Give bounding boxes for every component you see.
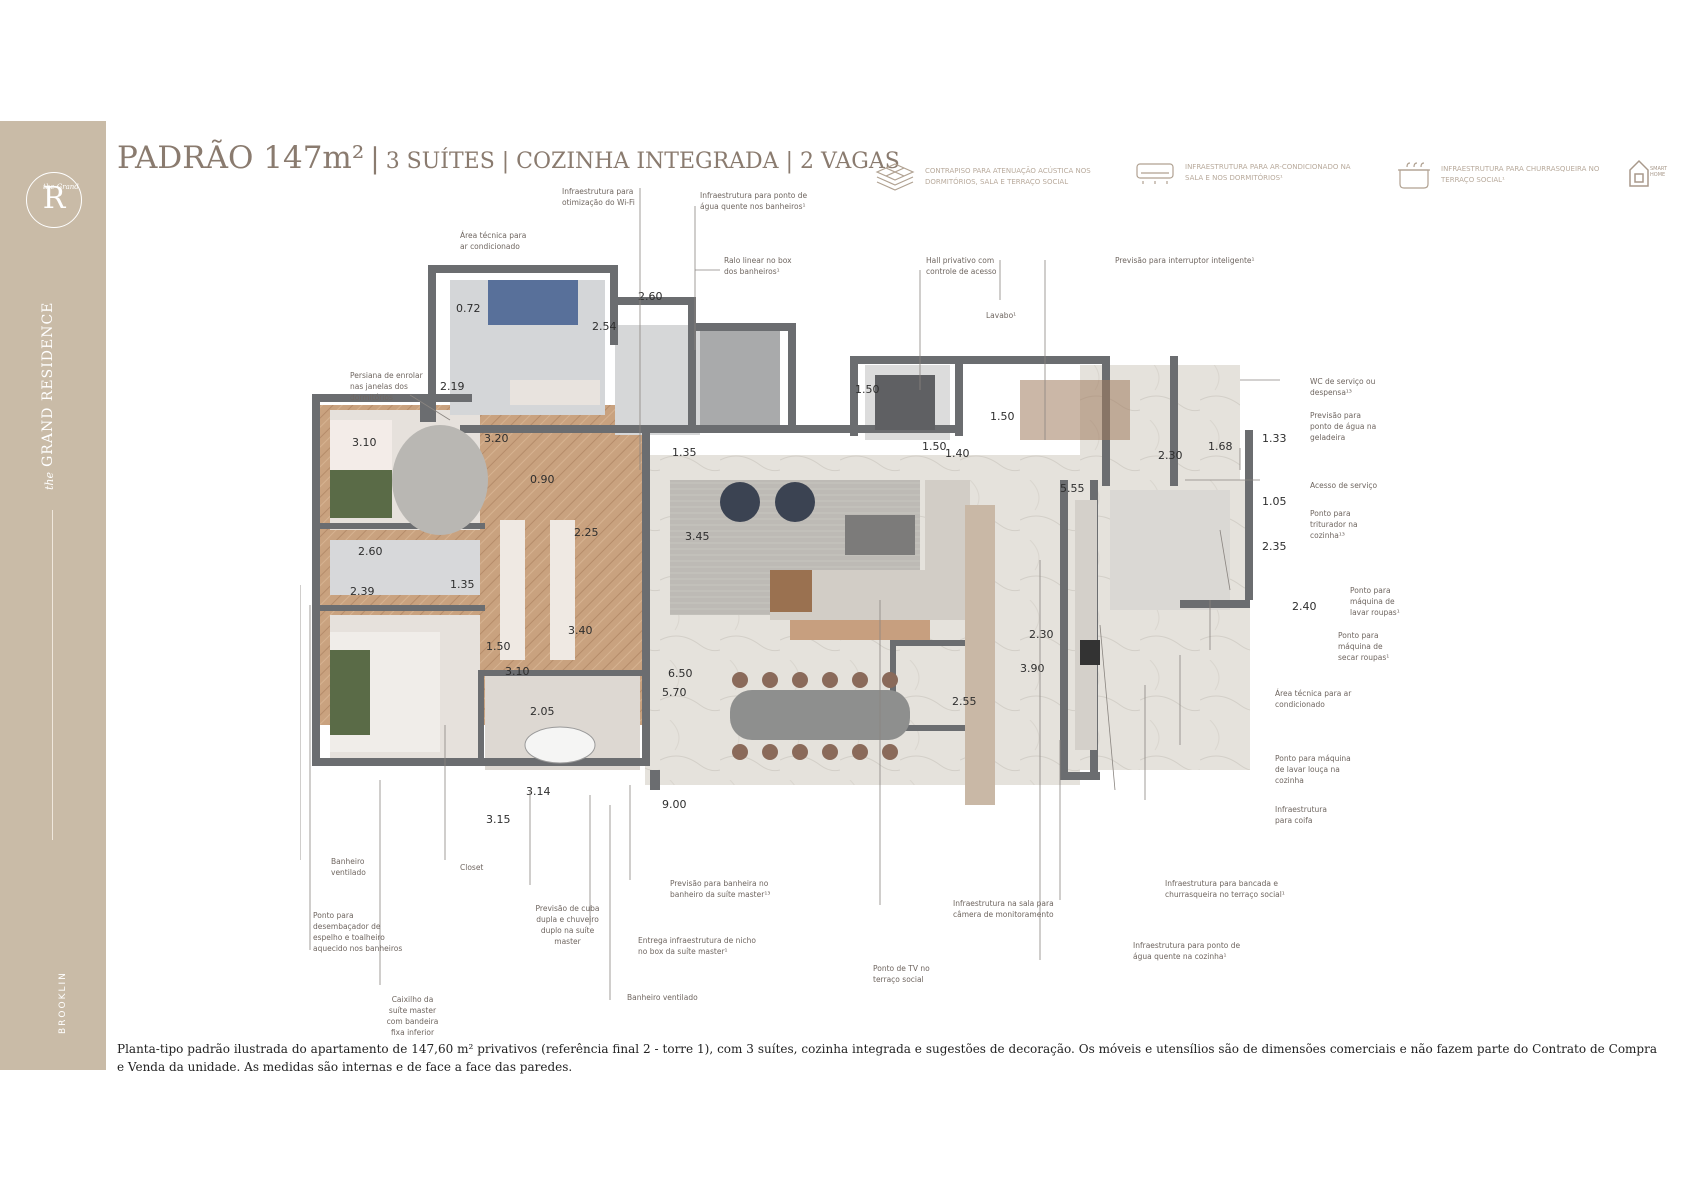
- dimension-label: 1.40: [945, 447, 970, 460]
- dimension-label: 1.50: [855, 383, 880, 396]
- dimension-label: 3.45: [685, 530, 710, 543]
- annotation-dryer: Ponto para máquina de secar roupas¹: [1338, 631, 1390, 662]
- dimension-label: 1.05: [1262, 495, 1287, 508]
- annotation-niche: Entrega infraestrutura de nicho no box d…: [638, 936, 756, 956]
- dimension-label: 6.50: [668, 667, 693, 680]
- feature-air-conditioning-text: INFRAESTRUTURA PARA AR-CONDICIONADO NA S…: [1185, 163, 1351, 182]
- annotation-hot-water-bathrooms: Infraestrutura para ponto de água quente…: [700, 191, 808, 211]
- annotation-wifi: Infraestrutura para otimização do Wi-Fi: [562, 187, 635, 207]
- dimension-label: 2.35: [1262, 540, 1287, 553]
- dimension-label: 2.60: [358, 545, 383, 558]
- dimension-label: 2.25: [574, 526, 599, 539]
- annotation-lavabo: Lavabo¹: [986, 311, 1017, 320]
- page-title: PADRÃO 147m²|3 SUÍTES | COZINHA INTEGRAD…: [117, 140, 900, 176]
- annotation-ac-area-right: Área técnica para ar condicionado: [1275, 689, 1352, 709]
- dimension-label: 1.50: [922, 440, 947, 453]
- annotation-private-hall: Hall privativo com controle de acesso: [926, 256, 997, 276]
- annotation-ac-area-top: Área técnica para ar condicionado: [460, 231, 527, 251]
- brand-the: the: [43, 471, 56, 490]
- dimension-label: 3.90: [1020, 662, 1045, 675]
- annotation-ventilated-bathroom-left: Banheiro ventilado: [331, 857, 366, 877]
- dimension-label: 5.55: [1060, 482, 1085, 495]
- title-main: PADRÃO 147m²: [117, 140, 365, 176]
- dimension-label: 3.40: [568, 624, 593, 637]
- dimension-label: 9.00: [662, 798, 687, 811]
- dimension-label: 2.55: [952, 695, 977, 708]
- dimension-label: 3.10: [352, 436, 377, 449]
- annotation-barbecue: Infraestrutura para bancada e churrasque…: [1165, 879, 1285, 899]
- feature-acoustic-text: CONTRAPISO PARA ATENUAÇÃO ACÚSTICA NOS D…: [925, 167, 1091, 186]
- furniture: [330, 280, 1130, 805]
- dimension-label: 1.35: [450, 578, 475, 591]
- brand-name: GRAND RESIDENCE: [40, 301, 56, 467]
- dimension-label: 3.14: [526, 785, 551, 798]
- air-conditioner-icon: [1136, 163, 1174, 184]
- annotation-smart-switch: Previsão para interruptor inteligente¹: [1115, 256, 1255, 265]
- dimension-label: 1.35: [672, 446, 697, 459]
- dimension-label: 2.19: [440, 380, 465, 393]
- dimension-labels: 0.72 2.60 2.54 2.19 3.20 1.35 0.90 3.10 …: [350, 290, 1317, 826]
- annotation-double-sink: Previsão de cuba dupla e chuveiro duplo …: [535, 904, 600, 946]
- feature-grill: INFRAESTRUTURA PARA CHURRASQUEIRA NO TER…: [1397, 160, 1621, 190]
- sidebar: [0, 121, 106, 1070]
- dimension-label: 2.39: [350, 585, 375, 598]
- grill-icon: [1398, 162, 1430, 189]
- sidebar-divider: [52, 510, 53, 840]
- feature-grill-text: INFRAESTRUTURA PARA CHURRASQUEIRA NO TER…: [1441, 165, 1600, 184]
- dimension-label: 3.10: [505, 665, 530, 678]
- annotation-washing-machine: Ponto para máquina de lavar roupas¹: [1350, 586, 1400, 617]
- annotation-ventilated-bathroom-bottom: Banheiro ventilado: [627, 993, 698, 1002]
- smart-home-icon: [1629, 159, 1649, 187]
- dimension-label: 2.54: [592, 320, 617, 333]
- plan-description: Planta-tipo padrão ilustrada do apartame…: [117, 1042, 1657, 1074]
- annotation-service-wc: WC de serviço ou despensa¹³: [1310, 377, 1376, 397]
- annotation-kitchen-hot-water: Infraestrutura para ponto de água quente…: [1133, 941, 1241, 961]
- title-separator: |: [370, 142, 380, 175]
- dimension-label: 3.20: [484, 432, 509, 445]
- feature-air-conditioning: INFRAESTRUTURA PARA AR-CONDICIONADO NA S…: [1135, 160, 1365, 186]
- dimension-label: 2.40: [1292, 600, 1317, 613]
- annotation-security-camera: Infraestrutura na sala para câmera de mo…: [953, 899, 1054, 919]
- annotation-waste-disposer: Ponto para triturador na cozinha¹³: [1310, 509, 1358, 540]
- dimension-label: 3.15: [486, 813, 511, 826]
- acoustic-layers-icon: [875, 163, 915, 191]
- logo-letter: R: [42, 181, 66, 216]
- dimension-label: 1.50: [990, 410, 1015, 423]
- dimension-label: 1.68: [1208, 440, 1233, 453]
- smart-home-label: SMART HOME: [1650, 166, 1668, 178]
- brand-vertical-name: the GRAND RESIDENCE: [38, 302, 57, 490]
- dimension-label: 5.70: [662, 686, 687, 699]
- annotation-hood: Infraestrutura para coifa: [1275, 805, 1327, 825]
- dimension-label: 1.50: [486, 640, 511, 653]
- annotation-closet: Closet: [460, 863, 484, 872]
- annotation-service-access: Acesso de serviço: [1310, 481, 1378, 490]
- feature-acoustic: CONTRAPISO PARA ATENUAÇÃO ACÚSTICA NOS D…: [875, 160, 1105, 194]
- annotation-linear-drain: Ralo linear no box dos banheiros¹: [724, 256, 792, 276]
- dimension-label: 0.90: [530, 473, 555, 486]
- annotation-mirror-defogger: Ponto para desembaçador de espelho e toa…: [313, 911, 403, 953]
- brand-logo: the Grand R: [26, 172, 82, 228]
- annotation-leaders: [300, 188, 1280, 1000]
- annotation-roller-blinds: Persiana de enrolar nas janelas dos dorm…: [350, 371, 423, 402]
- floor-plan: 0.72 2.60 2.54 2.19 3.20 1.35 0.90 3.10 …: [300, 188, 1317, 1000]
- annotation-tv-point: Ponto de TV no terraço social: [873, 964, 930, 984]
- dimension-label: 2.60: [638, 290, 663, 303]
- annotation-fridge-water: Previsão para ponto de água na geladeira: [1310, 411, 1377, 442]
- dimension-label: 2.30: [1158, 449, 1183, 462]
- dimension-label: 2.30: [1029, 628, 1054, 641]
- annotation-dishwasher: Ponto para máquina de lavar louça na coz…: [1275, 754, 1351, 785]
- annotation-master-window: Caixilho da suíte master com bandeira fi…: [386, 995, 439, 1037]
- annotation-bathtub: Previsão para banheira no banheiro da su…: [670, 879, 771, 899]
- dimension-label: 2.05: [530, 705, 555, 718]
- title-rest: 3 SUÍTES | COZINHA INTEGRADA | 2 VAGAS: [385, 149, 900, 174]
- sidebar-location: BROOKLIN: [58, 971, 68, 1034]
- logo-small-text: the Grand: [43, 183, 79, 191]
- dimension-label: 1.33: [1262, 432, 1287, 445]
- dimension-label: 0.72: [456, 302, 481, 315]
